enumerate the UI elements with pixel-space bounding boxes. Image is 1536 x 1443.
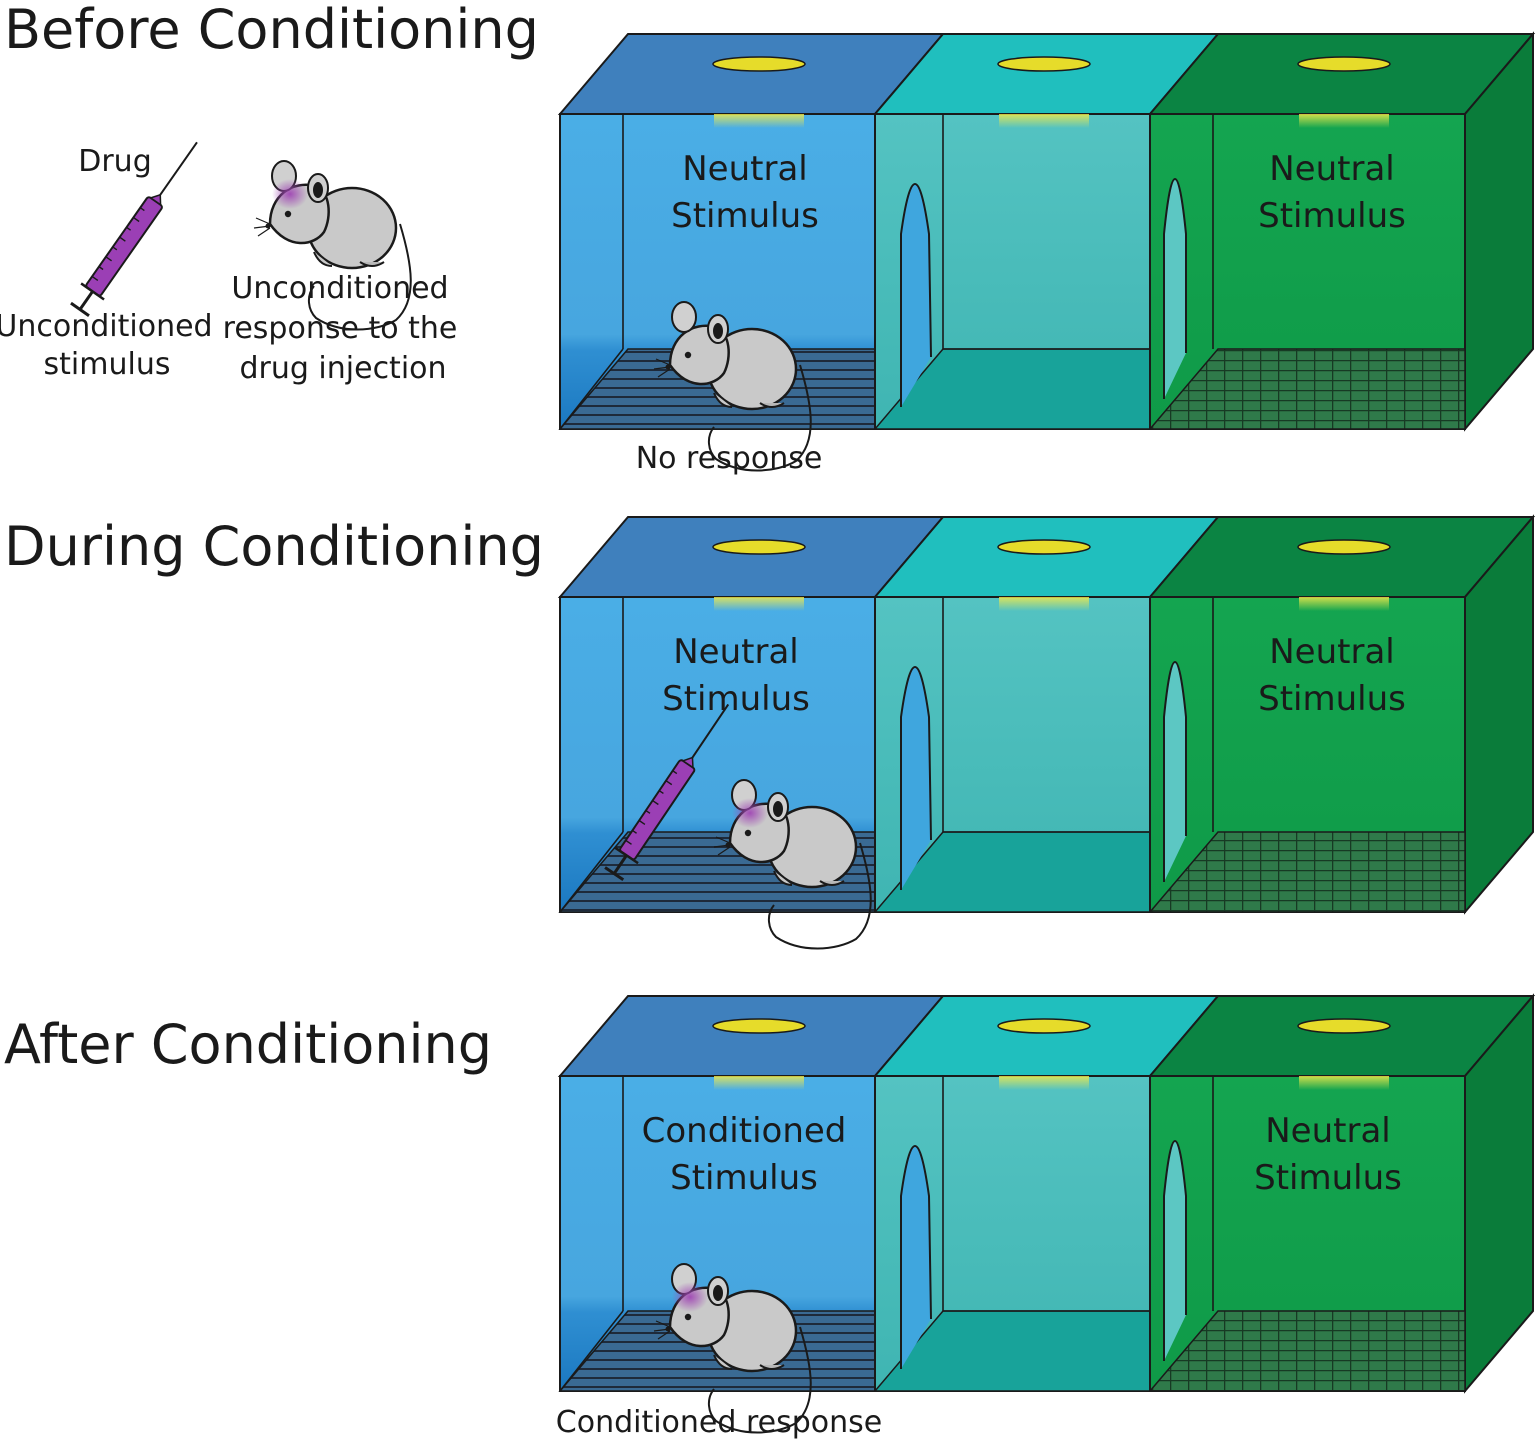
ur-label-line1: Unconditioned [231,271,448,306]
mouse-icon [712,778,873,950]
floor-grid [1148,1310,1466,1392]
ur-label-line3: drug injection [239,351,446,386]
ceiling-light [712,539,806,555]
ceiling-light [1297,56,1391,72]
apparatus-during [557,514,1536,950]
response-label-after: Conditioned response [556,1405,882,1440]
apparatus-before [557,31,1536,472]
doorway-right [1163,178,1187,399]
mouse-icon [652,1262,813,1434]
section-title-after: After Conditioning [4,1013,492,1076]
doorway-left [900,183,932,407]
section-title-during: During Conditioning [4,515,544,578]
doorway-left [900,1145,932,1369]
mouse-icon [252,159,413,331]
ceiling-light [712,1018,806,1034]
section-title-before: Before Conditioning [4,0,539,61]
ur-label-line2: response to the [223,311,458,346]
injection-spot [272,179,308,209]
injection-spot [732,798,768,828]
us-label-line1: Unconditioned [0,309,213,344]
doorway-right [1163,1140,1187,1361]
floor-grid [1148,831,1466,913]
ceiling-light [712,56,806,72]
floor-grid [1148,348,1466,430]
response-label-before: No response [636,441,823,476]
us-label-line2: stimulus [44,347,171,382]
ceiling-light [1297,1018,1391,1034]
ceiling-light [997,56,1091,72]
doorway-right [1163,661,1187,882]
doorway-left [900,666,932,890]
apparatus-after [557,993,1536,1434]
legend: Drug Unconditioned stimulus Unconditione… [0,132,458,386]
drug-label: Drug [78,144,152,179]
ceiling-light [997,539,1091,555]
injection-spot [672,1282,708,1312]
ceiling-light [997,1018,1091,1034]
ceiling-light [1297,539,1391,555]
